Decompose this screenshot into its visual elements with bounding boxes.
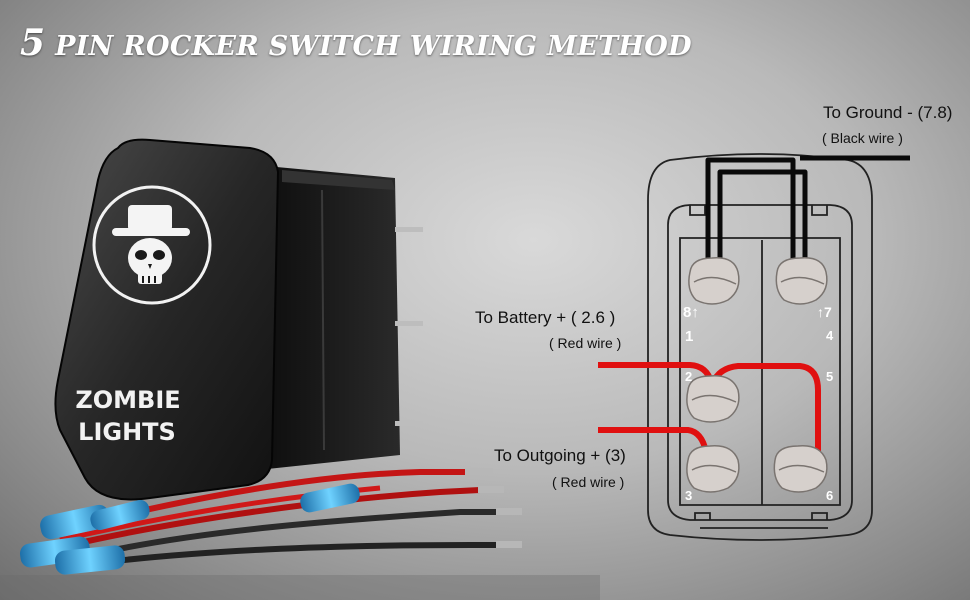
terminal-blade [395, 421, 423, 426]
ground-wire-label: ( Black wire ) [822, 130, 903, 146]
title-number: 5 [20, 22, 46, 64]
pin-label-3: 3 [685, 488, 693, 503]
outgoing-label: To Outgoing + (3) [494, 446, 626, 465]
black-ground-wires [705, 155, 910, 265]
pin-label-6: 6 [826, 488, 834, 503]
skull-emblem-ring [92, 185, 212, 305]
wire-harness [0, 468, 600, 600]
outgoing-wire-label: ( Red wire ) [552, 474, 625, 490]
terminal-7 [775, 257, 828, 305]
battery-label: To Battery + ( 2.6 ) [475, 308, 616, 327]
terminal-blade [395, 227, 423, 232]
terminal-8 [688, 257, 740, 305]
pin-label-2: 2 [685, 369, 693, 384]
switch-label-line1: ZOMBIE [75, 386, 180, 414]
blue-terminal-connectors [19, 483, 360, 575]
terminal-3 [686, 445, 740, 493]
pin-label-1: 1 [685, 328, 694, 345]
rocker-switch: ZOMBIE LIGHTS [54, 138, 423, 501]
pin-terminals [686, 257, 828, 493]
switch-label-line2: LIGHTS [78, 418, 176, 446]
battery-wire-label: ( Red wire ) [549, 335, 622, 351]
switch-housing-outline [647, 153, 873, 541]
terminal-blade [395, 321, 423, 326]
skull-hat-icon [112, 205, 190, 284]
pin-label-4: 4 [826, 328, 834, 343]
pin-label-8: 8↑ [683, 304, 699, 321]
ground-label: To Ground - (7.8) [823, 103, 953, 122]
pin-label-7: ↑7 [817, 304, 832, 320]
terminal-2 [686, 375, 740, 423]
page-title: 5 PIN ROCKER SWITCH WIRING METHOD [20, 22, 692, 64]
title-text: PIN ROCKER SWITCH WIRING METHOD [55, 31, 692, 62]
pin-label-5: 5 [826, 369, 834, 384]
terminal-6 [773, 445, 828, 493]
